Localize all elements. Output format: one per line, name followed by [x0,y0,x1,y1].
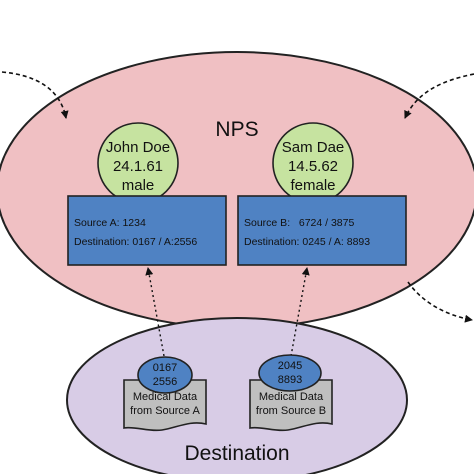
nps-ellipse [0,51,474,329]
patient-dob: 24.1.61 [113,158,163,175]
destination-ellipse [66,317,408,474]
document-label-line1: Medical Data [133,391,198,403]
incoming-arrow-left [1,71,69,119]
record-box-source-a [67,195,227,266]
id-line2: 8893 [278,374,302,386]
outgoing-arrow-right [407,281,473,323]
nps-title: NPS [215,118,258,141]
id-line2: 2556 [153,376,177,388]
document-source-a [123,379,207,432]
document-label-line1: Medical Data [259,391,324,403]
id-line1: 2045 [278,360,302,372]
document-label-line2: from Source A [130,405,200,417]
record-destination-line: Destination: 0167 / A:2556 [74,236,197,248]
patient-name: Sam Dae [282,139,345,156]
record-source-line: Source A: 1234 [74,217,146,229]
record-source-line: Source B: 6724 / 3875 [244,217,354,229]
document-source-b [249,379,333,432]
patient-dob: 14.5.62 [288,158,338,175]
id-ellipse-source-a [137,356,193,394]
incoming-arrow-right [404,73,474,119]
patient-sex: male [122,177,155,194]
document-label-line2: from Source B [256,405,326,417]
patient-sex: female [290,177,335,194]
record-destination-line: Destination: 0245 / A: 8893 [244,236,370,248]
id-line1: 0167 [153,362,177,374]
patient-name: John Doe [106,139,170,156]
record-box-source-b [237,195,407,266]
id-ellipse-source-b [258,354,322,392]
destination-title: Destination [184,442,289,465]
